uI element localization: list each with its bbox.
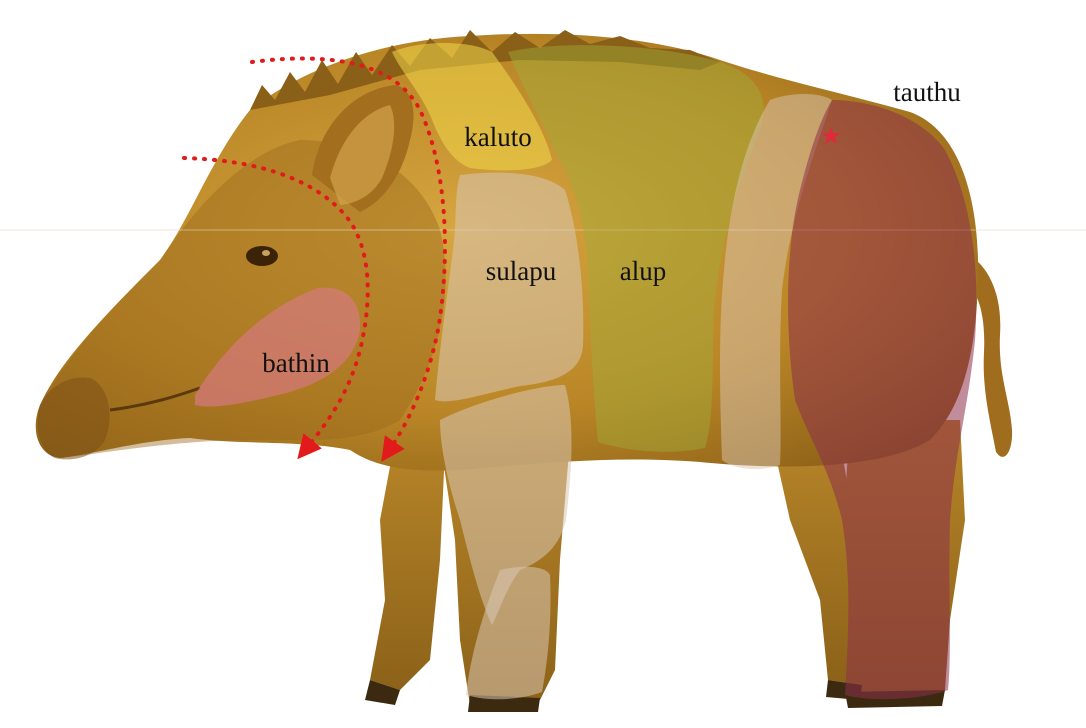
region-tauthu [788,100,976,699]
label-bathin: bathin [262,348,330,378]
region-sulapu-upper [435,173,583,402]
label-alup: alup [620,256,667,286]
star-icon: ★ [820,122,842,150]
label-sulapu: sulapu [486,256,557,286]
eye-shape [246,246,278,266]
label-tauthu: tauthu [893,77,961,107]
fore-leg-far [370,440,445,690]
eye-highlight [262,250,270,256]
label-kaluto: kaluto [464,122,532,152]
